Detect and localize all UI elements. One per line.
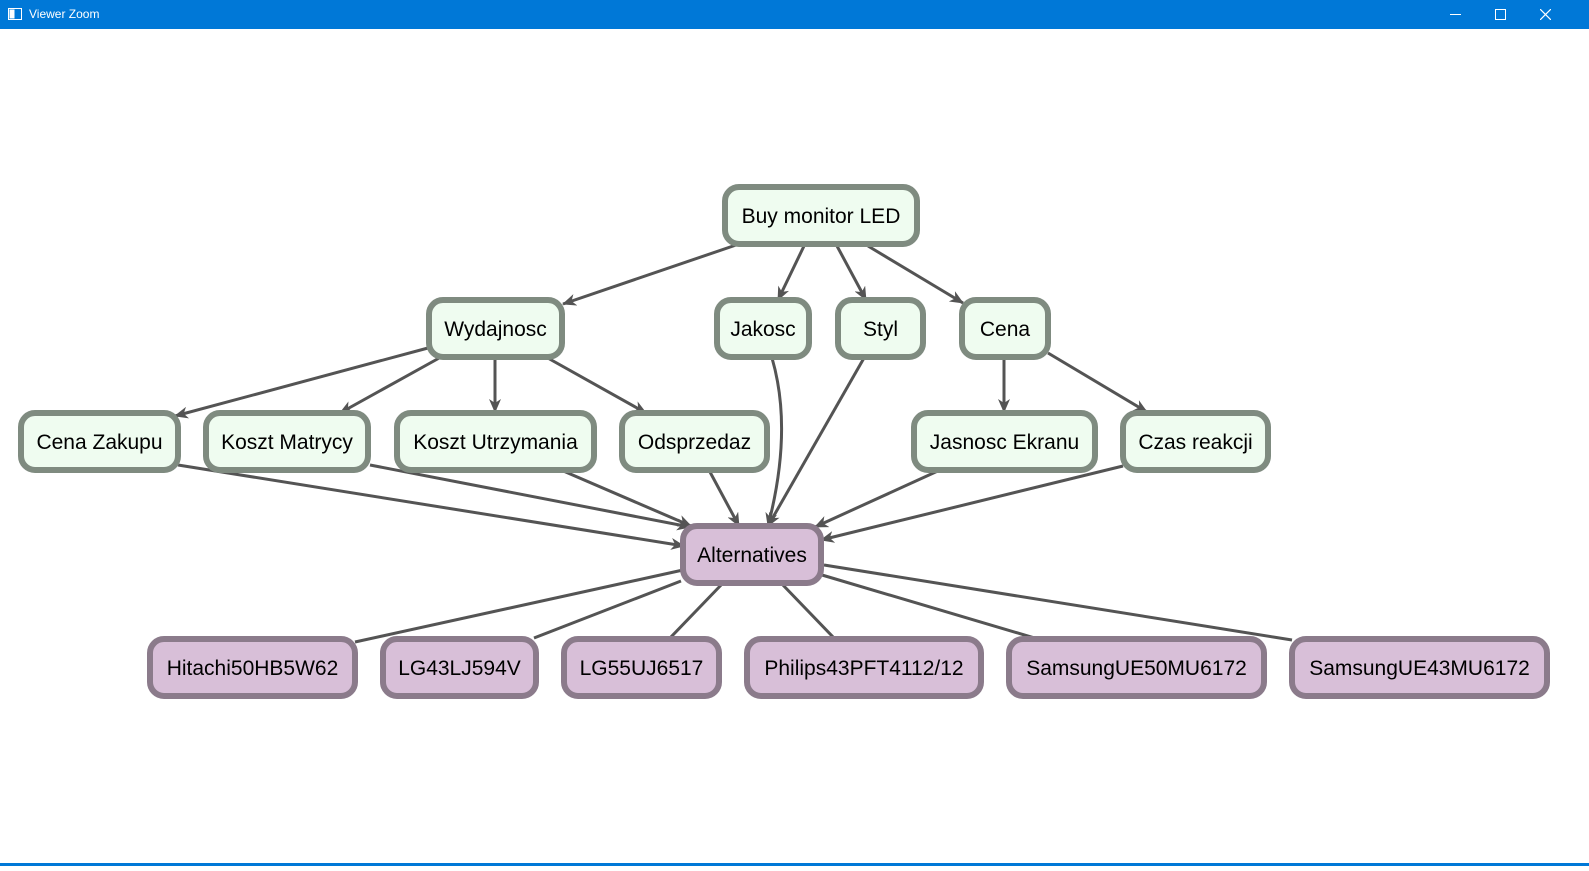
node-label: Koszt Utrzymania: [413, 431, 578, 454]
node-a4[interactable]: Philips43PFT4112/12: [744, 636, 984, 699]
node-label: Philips43PFT4112/12: [764, 657, 963, 680]
node-label: Koszt Matrycy: [221, 431, 353, 454]
edge-km-to-alt: [369, 463, 691, 531]
node-box: [18, 410, 181, 473]
node-label: LG43LJ594V: [398, 657, 521, 680]
maximize-icon: [1495, 9, 1506, 20]
edge-styl-to-alt: [766, 357, 866, 527]
edge-ods-to-alt: [708, 471, 741, 527]
node-box: [394, 410, 597, 473]
node-box: [1006, 636, 1267, 699]
edge-cena-to-cr: [1047, 351, 1148, 414]
minimize-icon: [1450, 14, 1461, 15]
edge-cr-to-alt: [820, 464, 1124, 543]
node-box: [911, 410, 1098, 473]
node-box: [1289, 636, 1550, 699]
node-ods[interactable]: Odsprzedaz: [619, 410, 770, 473]
node-label: SamsungUE43MU6172: [1309, 657, 1530, 680]
edge-alt-to-a6: [823, 563, 1293, 642]
node-a3[interactable]: LG55UJ6517: [561, 636, 722, 699]
edge-buy-to-cena: [867, 244, 964, 305]
edge-alt-to-a1: [354, 568, 684, 644]
window-title: Viewer Zoom: [29, 7, 100, 21]
close-icon: [1540, 9, 1551, 20]
close-button[interactable]: [1523, 0, 1568, 29]
node-buy[interactable]: Buy monitor LED: [722, 184, 920, 247]
node-box: [835, 297, 926, 360]
node-label: Odsprzedaz: [638, 431, 751, 454]
node-box: [722, 184, 920, 247]
node-label: LG55UJ6517: [580, 657, 704, 680]
node-box: [744, 636, 984, 699]
node-label: Cena: [980, 318, 1031, 341]
node-box: [619, 410, 770, 473]
node-box: [203, 410, 371, 473]
node-label: Czas reakcji: [1138, 431, 1252, 454]
node-label: Hitachi50HB5W62: [167, 657, 339, 680]
edge-jak-to-alt: [765, 357, 784, 527]
node-cr[interactable]: Czas reakcji: [1120, 410, 1271, 473]
node-cz[interactable]: Cena Zakupu: [18, 410, 181, 473]
maximize-button[interactable]: [1478, 0, 1523, 29]
minimize-button[interactable]: [1433, 0, 1478, 29]
node-box: [714, 297, 812, 360]
node-box: [426, 297, 565, 360]
node-a6[interactable]: SamsungUE43MU6172: [1289, 636, 1550, 699]
node-label: Wydajnosc: [444, 318, 547, 341]
node-styl[interactable]: Styl: [835, 297, 926, 360]
node-a5[interactable]: SamsungUE50MU6172: [1006, 636, 1267, 699]
node-je[interactable]: Jasnosc Ekranu: [911, 410, 1098, 473]
title-bar[interactable]: Viewer Zoom: [0, 0, 1589, 29]
node-label: Styl: [863, 318, 898, 341]
node-a2[interactable]: LG43LJ594V: [380, 636, 539, 699]
node-label: Jasnosc Ekranu: [930, 431, 1079, 454]
node-box: [959, 297, 1051, 360]
node-box: [380, 636, 539, 699]
hierarchy-diagram: Buy monitor LED Wydajnosc Jakosc Styl CenaCe…: [18, 184, 1550, 699]
edge-alt-to-a3: [668, 581, 725, 640]
window-bottom-border: [0, 863, 1589, 866]
edge-cz-to-alt: [177, 463, 685, 550]
node-wyd[interactable]: Wydajnosc: [426, 297, 565, 360]
edge-alt-to-a5: [821, 573, 1039, 641]
edge-alt-to-a2: [533, 579, 682, 640]
edge-ku-to-alt: [560, 468, 692, 528]
node-ku[interactable]: Koszt Utrzymania: [394, 410, 597, 473]
node-box: [680, 523, 824, 586]
node-label: Jakosc: [730, 318, 795, 341]
node-box: [561, 636, 722, 699]
edge-buy-to-jak: [776, 245, 806, 301]
edge-buy-to-styl: [835, 245, 868, 301]
node-label: Cena Zakupu: [36, 431, 162, 454]
node-label: Alternatives: [697, 544, 807, 567]
node-cena[interactable]: Cena: [959, 297, 1051, 360]
app-window-icon: [8, 8, 22, 20]
node-jak[interactable]: Jakosc: [714, 297, 812, 360]
edge-wyd-to-cz: [174, 346, 429, 419]
node-label: Buy monitor LED: [742, 205, 901, 228]
node-label: SamsungUE50MU6172: [1026, 657, 1247, 680]
edge-alt-to-a4: [779, 581, 836, 640]
node-a1[interactable]: Hitachi50HB5W62: [147, 636, 358, 699]
node-box: [147, 636, 358, 699]
edge-je-to-alt: [814, 468, 941, 529]
edge-wyd-to-km: [339, 355, 442, 415]
edge-buy-to-wyd: [562, 242, 740, 306]
node-alt[interactable]: Alternatives: [680, 523, 824, 586]
node-box: [1120, 410, 1271, 473]
edge-wyd-to-ods: [545, 355, 647, 415]
node-km[interactable]: Koszt Matrycy: [203, 410, 371, 473]
